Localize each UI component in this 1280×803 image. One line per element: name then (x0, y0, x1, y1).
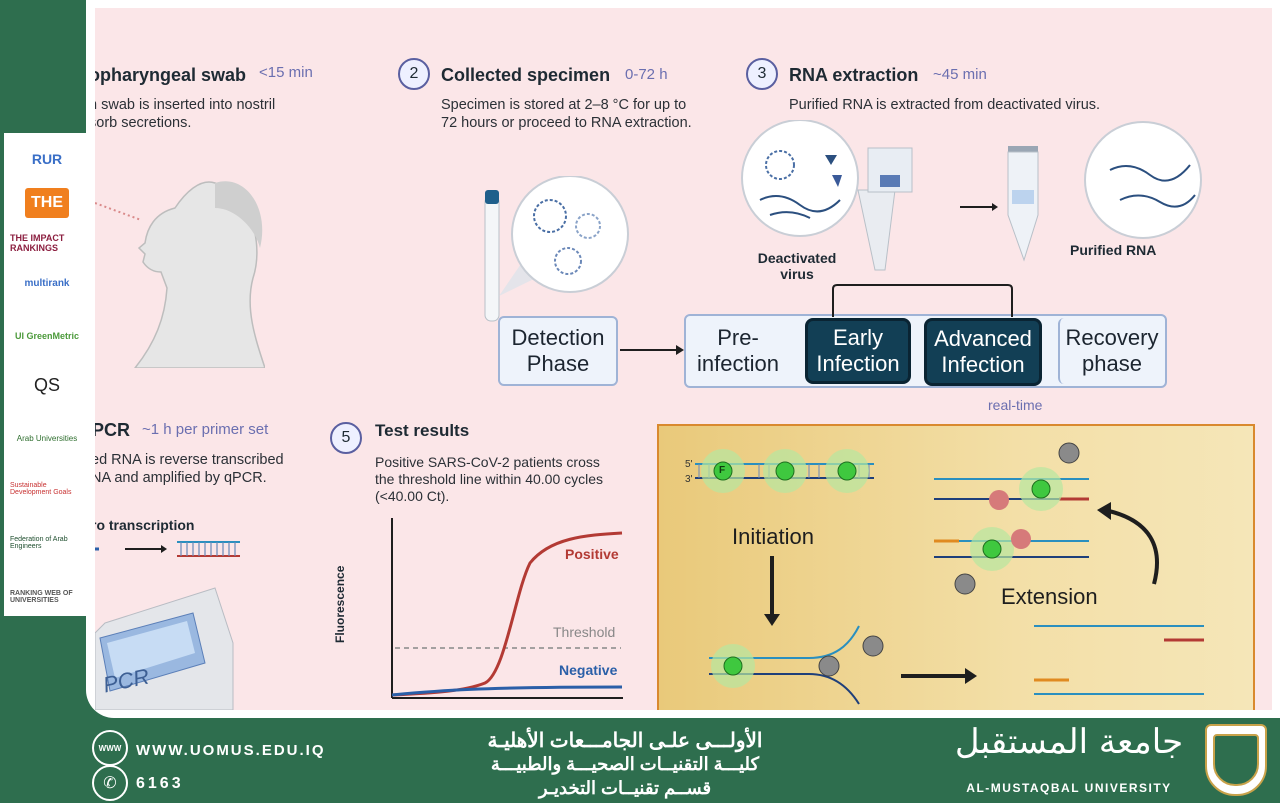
university-crest-logo[interactable] (1205, 724, 1267, 796)
website-globe-icon[interactable]: WWW (92, 730, 128, 766)
step3-desc: Purified RNA is extracted from deactivat… (789, 97, 1101, 113)
rna-extraction-illustration (741, 120, 1202, 271)
footer-arabic-line2: كليـــة التقنيــات الصحيـــة والطبيـــة (490, 754, 760, 774)
advanced-infection-line1: Advanced (934, 326, 1032, 351)
qpcr-mechanism-diagram (695, 442, 1204, 705)
website-url[interactable]: WWW.UOMUS.EDU.IQ (136, 742, 326, 759)
recovery-phase-line2: phase (1082, 351, 1142, 376)
step2-desc-line2: 72 hours or proceed to RNA extraction. (441, 115, 692, 131)
realtime-label: real-time (988, 397, 1043, 413)
advanced-infection-line2: Infection (941, 352, 1025, 377)
pre-infection-line2: infection (697, 351, 779, 376)
footer-arabic-line3: قســم تقنيــات التخديـر (538, 778, 712, 798)
bracket-connector (832, 284, 1013, 317)
fluorophore-label: F (719, 465, 726, 476)
step4-title: PCR (95, 420, 131, 440)
specimen-tube-illustration (484, 176, 629, 322)
early-infection-box: Early Infection (805, 318, 911, 384)
step5-desc-line2: the threshold line within 40.00 cycles (375, 471, 604, 487)
pre-infection-line1: Pre- (717, 325, 759, 350)
step3-title: RNA extraction (789, 65, 919, 85)
pcr-machine-illustration (95, 587, 234, 710)
step1-title: opharyngeal swab (95, 65, 247, 85)
advanced-infection-box: Advanced Infection (924, 318, 1042, 386)
initiation-label: Initiation (732, 524, 814, 549)
step2-desc-line1: Specimen is stored at 2–8 °C for up to (441, 97, 687, 113)
qs-logo-text: QS (33, 374, 60, 395)
recovery-phase-line1: Recovery (1065, 325, 1159, 350)
detection-phase-box: Detection Phase (498, 316, 618, 386)
deactivated-virus-label-line1: Deactivated (757, 250, 837, 266)
deactivated-virus-label: Deactivated virus (755, 250, 839, 282)
phase-arrow (620, 345, 684, 355)
qpcr-mechanism-panel: Initiation Extension 5' 3' F (657, 424, 1255, 710)
step1-time: <15 min (259, 64, 313, 81)
the-logo-text: THE (25, 188, 69, 218)
rankings-sidebar: RUR THE THE IMPACT RANKINGS multirank UI… (4, 133, 86, 616)
positive-label: Positive (565, 546, 619, 562)
negative-curve (391, 685, 623, 697)
extension-label: Extension (1001, 584, 1098, 609)
step5-title: Test results (375, 421, 470, 440)
rt-subheading: ro transcription (95, 517, 195, 533)
nasal-swab-illustration (95, 181, 265, 368)
strand-3prime-label: 3' (685, 474, 693, 485)
multirank-logo[interactable]: multirank (24, 277, 70, 289)
step5-number: 5 (330, 422, 362, 454)
negative-label: Negative (559, 662, 618, 678)
university-name-english: AL-MUSTAQBAL UNIVERSITY (966, 781, 1172, 795)
university-name-arabic: جامعة المستقبل (954, 722, 1184, 762)
transcription-diagram (95, 541, 240, 557)
step5-desc-line1: Positive SARS-CoV-2 patients cross (375, 454, 600, 470)
arab-universities-logo[interactable]: Arab Universities (16, 433, 78, 443)
early-infection-line2: Infection (816, 351, 900, 376)
rur-logo[interactable]: RUR (31, 151, 63, 167)
step2-time: 0-72 h (625, 66, 668, 83)
threshold-label: Threshold (553, 624, 616, 640)
detection-phase-line2: Phase (526, 351, 590, 376)
strand-5prime-label: 5' (685, 459, 693, 470)
recovery-phase-box: Recovery phase (1058, 318, 1164, 384)
covid-diagnosis-slide: opharyngeal swab <15 min n swab is inser… (95, 8, 1272, 710)
early-infection-line1: Early (832, 325, 884, 350)
pre-infection-box: Pre- infection (688, 318, 788, 384)
crest-inner (1213, 734, 1259, 786)
deactivated-virus-label-line2: virus (780, 266, 814, 282)
the-impact-logo[interactable]: THE IMPACT RANKINGS (10, 233, 65, 253)
arab-engineers-logo[interactable]: Federation of Arab Engineers (10, 536, 68, 550)
step3-number: 3 (746, 58, 778, 90)
greenmetric-logo[interactable]: UI GreenMetric (14, 331, 80, 341)
footer-arabic-line1: الأولـــى علـى الجامـــعات الأهليـة (487, 730, 763, 752)
chart-ylabel: Fluorescence (333, 565, 347, 643)
step4-desc-line1: ed RNA is reverse transcribed (95, 452, 284, 468)
step4-desc-line2: NA and amplified by qPCR. (95, 470, 267, 486)
phone-icon[interactable]: ✆ (92, 765, 128, 801)
results-chart (391, 518, 623, 699)
qs-logo[interactable]: QS (10, 365, 84, 405)
step5-desc-line3: (<40.00 Ct). (375, 488, 450, 504)
step3-time: ~45 min (933, 66, 987, 83)
detection-phase-line1: Detection (511, 325, 605, 350)
step1-desc-line2: sorb secretions. (95, 115, 192, 131)
step1-desc-line1: n swab is inserted into nostril (95, 97, 276, 113)
step2-title: Collected specimen (441, 65, 611, 85)
the-logo[interactable]: THE (10, 185, 84, 221)
sdg-logo[interactable]: Sustainable Development Goals (10, 482, 72, 496)
webometrics-logo[interactable]: RANKING WEB OF UNIVERSITIES (10, 590, 73, 604)
phone-number[interactable]: 6163 (136, 775, 184, 792)
www-badge: WWW (98, 743, 122, 753)
purified-rna-label: Purified RNA (1070, 242, 1157, 258)
step4-time: ~1 h per primer set (142, 421, 269, 438)
step2-number: 2 (398, 58, 430, 90)
